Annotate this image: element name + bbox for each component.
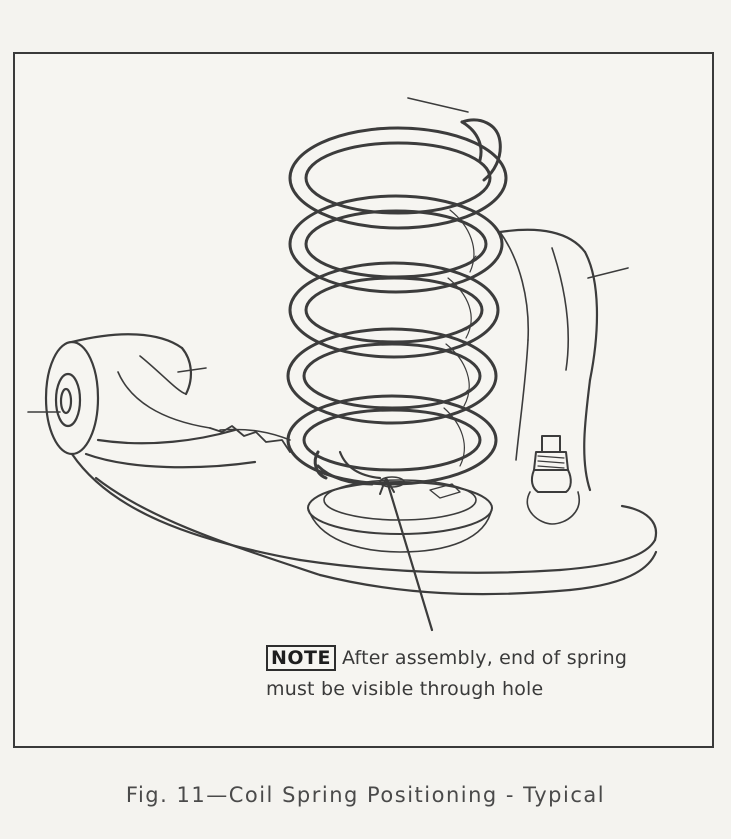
centerline xyxy=(587,267,629,279)
note-line-2: must be visible through hole xyxy=(266,678,544,700)
note-text-1: After assembly, end of spring xyxy=(342,647,628,669)
leader-arrowhead xyxy=(379,477,395,495)
lower-control-arm xyxy=(44,228,658,596)
note-callout: NOTE After assembly, end of spring must b… xyxy=(266,643,686,705)
centerline xyxy=(407,97,469,113)
centerline xyxy=(177,367,207,373)
ball-joint-stud xyxy=(526,435,580,525)
note-line-1: NOTE After assembly, end of spring xyxy=(266,643,686,674)
figure-frame xyxy=(13,52,714,748)
figure-caption: Fig. 11—Coil Spring Positioning - Typica… xyxy=(125,783,606,807)
leader-line xyxy=(384,476,434,632)
coil-shading xyxy=(443,209,477,467)
note-badge: NOTE xyxy=(266,645,336,671)
coil-spring xyxy=(286,118,508,486)
